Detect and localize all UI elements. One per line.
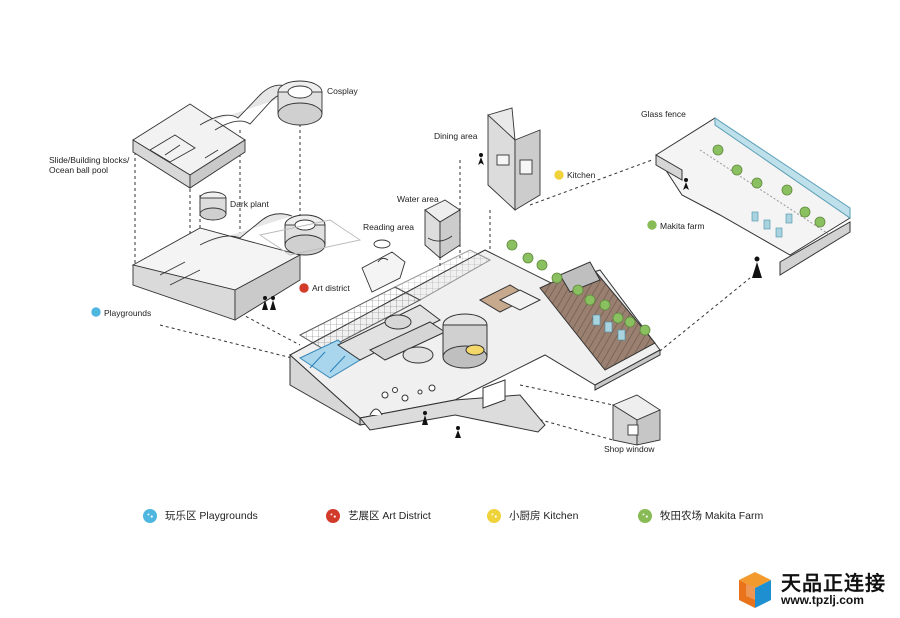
art-district-marker xyxy=(298,282,310,294)
label-makita: Makita farm xyxy=(660,221,704,231)
upper-playground-module xyxy=(132,80,323,189)
legend-item-playgrounds: 玩乐区 Playgrounds xyxy=(143,508,258,523)
water-area-module xyxy=(424,199,461,259)
label-dark-plant: Dark plant xyxy=(230,199,269,209)
playgrounds-marker xyxy=(90,306,102,318)
label-water: Water area xyxy=(397,194,439,204)
label-dining: Dining area xyxy=(434,131,478,141)
main-floor-plan xyxy=(289,249,661,433)
label-playgrounds: Playgrounds xyxy=(104,308,151,318)
label-reading: Reading area xyxy=(363,222,414,232)
legend-label: 玩乐区 Playgrounds xyxy=(165,510,258,522)
area-markers xyxy=(90,169,658,318)
makita-farm-module xyxy=(655,117,851,276)
legend-label: 小厨房 Kitchen xyxy=(509,510,579,522)
people-silhouettes xyxy=(262,153,762,438)
playgrounds-dot-icon xyxy=(143,508,157,523)
label-cosplay: Cosplay xyxy=(327,86,358,96)
legend-item-makita-farm: 牧田农场 Makita Farm xyxy=(638,508,763,523)
farm-trees xyxy=(712,144,826,228)
reading-area-module xyxy=(361,239,406,293)
shop-window-module xyxy=(612,394,661,446)
legend-item-kitchen: 小厨房 Kitchen xyxy=(487,508,578,523)
label-ocean: Ocean ball pool xyxy=(49,165,108,175)
legend: 玩乐区 Playgrounds 艺展区 Art District 小厨房 Kit… xyxy=(0,508,900,532)
dark-plant-module xyxy=(199,191,227,221)
farm-glass-lanterns xyxy=(751,211,793,238)
cube-logo-icon xyxy=(739,572,771,608)
watermark-logo: 天品正连接 www.tpzlj.com xyxy=(735,570,886,610)
label-slide: Slide/Building blocks/ xyxy=(49,155,130,165)
diagram-labels: Cosplay Slide/Building blocks/ Ocean bal… xyxy=(49,86,704,454)
logo-chinese-name: 天品正连接 xyxy=(781,571,886,596)
kitchen-dot-icon xyxy=(487,508,501,523)
legend-label: 牧田农场 Makita Farm xyxy=(660,510,764,522)
art-district-dot-icon xyxy=(326,508,340,523)
label-shop-window: Shop window xyxy=(604,444,655,454)
makita-farm-dot-icon xyxy=(638,508,652,523)
label-glass-fence: Glass fence xyxy=(641,109,686,119)
label-art: Art district xyxy=(312,283,350,293)
dining-kitchen-module xyxy=(487,107,541,212)
legend-label: 艺展区 Art District xyxy=(348,510,431,522)
main-plan-trees xyxy=(506,239,651,336)
makita-farm-marker xyxy=(646,219,658,231)
lower-playground-module xyxy=(131,213,362,321)
label-kitchen: Kitchen xyxy=(567,170,596,180)
logo-url: www.tpzlj.com xyxy=(781,593,864,608)
kitchen-marker xyxy=(553,169,565,181)
legend-item-art-district: 艺展区 Art District xyxy=(326,508,431,523)
main-plan-glass-lanterns xyxy=(592,314,626,341)
